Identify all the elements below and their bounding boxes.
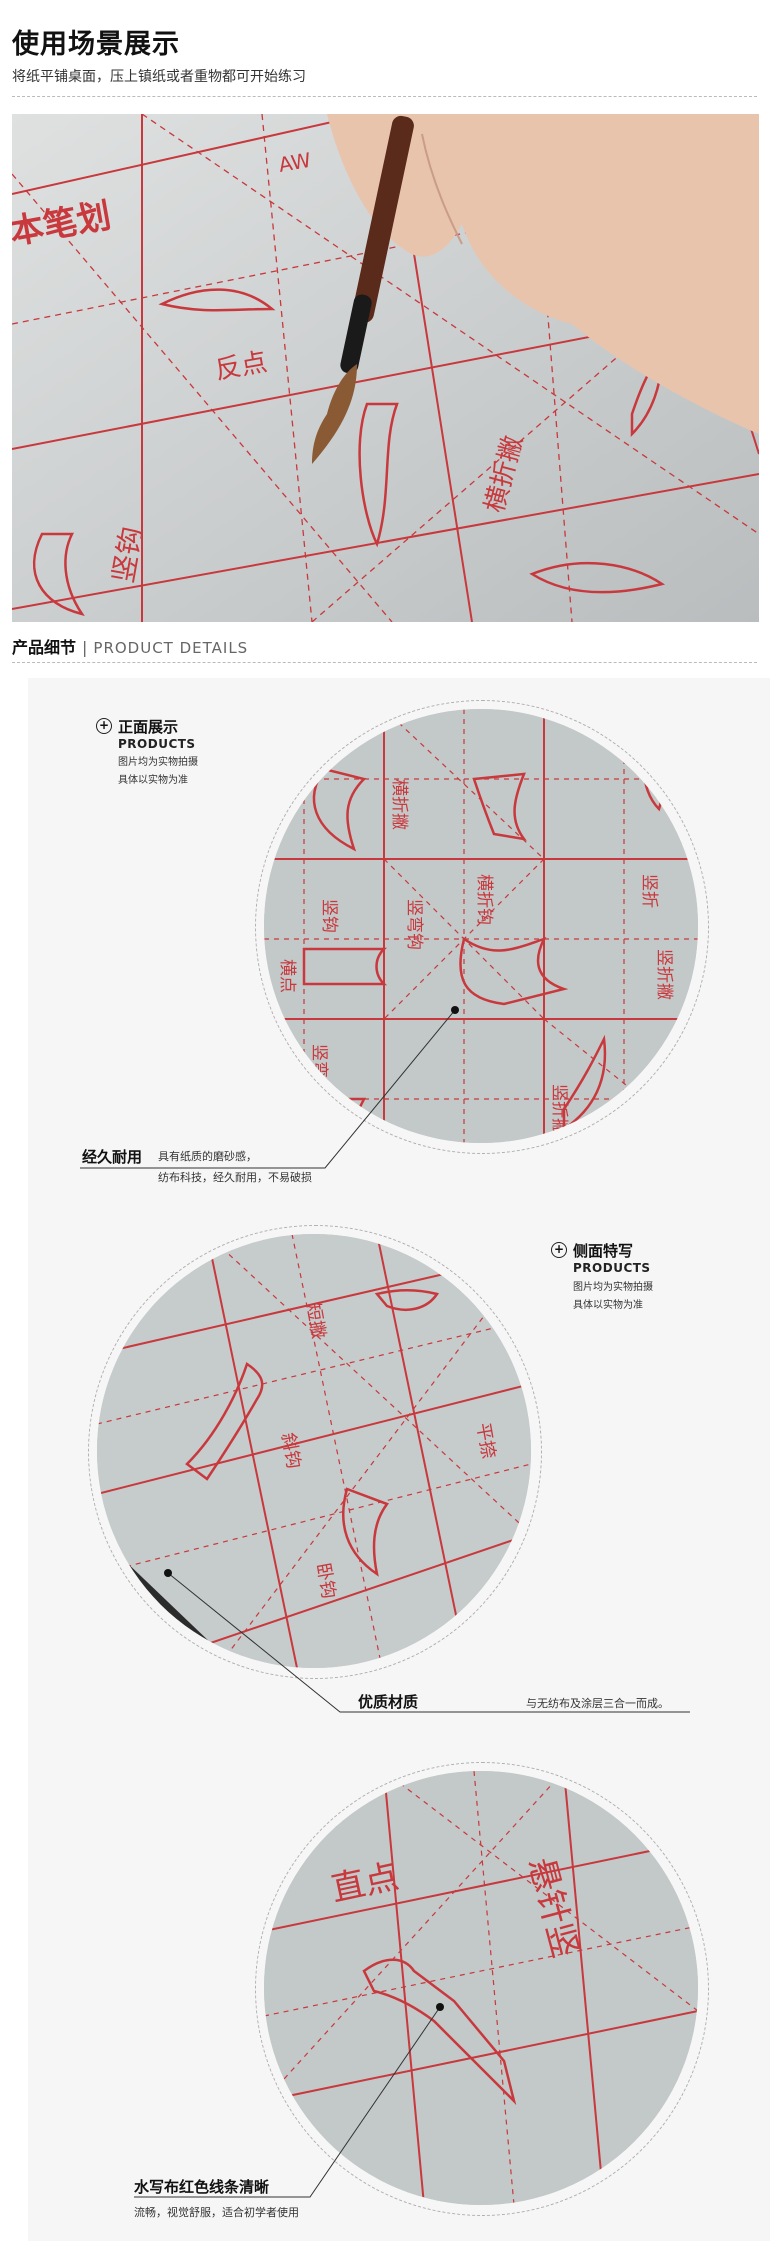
front-view-note-2: 具体以实物为准 bbox=[118, 775, 188, 786]
front-stroke-label: 横点 bbox=[277, 959, 297, 993]
details-separator: | bbox=[82, 638, 88, 657]
front-view-title: 正面展示 bbox=[118, 718, 179, 736]
clarity-view-image: 直点 悬针竖 bbox=[264, 1771, 698, 2205]
details-title-en: PRODUCT DETAILS bbox=[93, 639, 249, 657]
plus-circle-icon: + bbox=[551, 1242, 567, 1258]
quality-leader-line bbox=[167, 1572, 690, 1713]
side-view-note-1: 图片均为实物拍摄 bbox=[573, 1282, 653, 1293]
side-view-fabric: 短撇 斜钩 平捺 卧钩 bbox=[97, 1234, 531, 1668]
clarity-view-ring bbox=[255, 1762, 709, 2216]
durable-leader-line bbox=[80, 1009, 456, 1169]
quality-leader-dot bbox=[164, 1569, 172, 1577]
usage-section-title: 使用场景展示 bbox=[12, 29, 180, 60]
hand-with-brush bbox=[312, 114, 759, 464]
front-view-image: 横折撇 横折钩 竖折 竖钩 竖弯钩 横点 竖折撇 竖弯 竖折撇 bbox=[264, 709, 698, 1143]
quality-callout-title: 优质材质 bbox=[358, 1693, 419, 1711]
front-stroke-label: 竖弯钩 bbox=[404, 899, 424, 950]
front-view-ring bbox=[255, 700, 709, 1154]
durable-callout-title: 经久耐用 bbox=[82, 1148, 143, 1166]
photo-brand-text: AW bbox=[277, 148, 313, 177]
clarity-grid-solid bbox=[264, 1771, 698, 2205]
front-stroke-label: 横折钩 bbox=[474, 874, 494, 925]
durable-leader-dot bbox=[451, 1006, 459, 1014]
side-view-en: PRODUCTS bbox=[573, 1261, 651, 1275]
front-stroke-label: 竖折撇 bbox=[549, 1084, 569, 1135]
details-title: 产品细节 bbox=[12, 638, 77, 657]
side-view-image: 短撇 斜钩 平捺 卧钩 bbox=[97, 1234, 531, 1668]
side-stroke-outlines bbox=[185, 1289, 440, 1577]
front-view-fabric: 横折撇 横折钩 竖折 竖钩 竖弯钩 横点 竖折撇 竖弯 竖折撇 bbox=[264, 709, 698, 1143]
side-view-title: 侧面特写 bbox=[573, 1242, 634, 1260]
clarity-view-fabric: 直点 悬针竖 bbox=[264, 1771, 698, 2205]
clarity-grid-dashed bbox=[264, 1771, 698, 2205]
durable-callout-line-1: 具有纸质的磨砂感， bbox=[158, 1150, 257, 1163]
plus-circle-icon: + bbox=[96, 718, 112, 734]
clarity-callout-title: 水写布红色线条清晰 bbox=[134, 2178, 270, 2196]
front-stroke-label: 竖折 bbox=[639, 874, 659, 908]
front-stroke-label: 竖折撇 bbox=[654, 949, 674, 1000]
grid-dashed-lines bbox=[12, 114, 759, 622]
quality-callout-text: 与无纺布及涂层三合一而成。 bbox=[526, 1697, 669, 1710]
front-view-en: PRODUCTS bbox=[118, 737, 196, 751]
clarity-leader-line bbox=[134, 2006, 441, 2198]
side-view-ring bbox=[88, 1225, 542, 1679]
side-grid-dashed bbox=[97, 1234, 531, 1668]
usage-section-subtitle: 将纸平铺桌面，压上镇纸或者重物都可开始练习 bbox=[12, 69, 306, 85]
front-grid-solid bbox=[264, 709, 698, 1143]
front-view-note-1: 图片均为实物拍摄 bbox=[118, 757, 198, 768]
details-header: 产品细节 | PRODUCT DETAILS bbox=[12, 634, 248, 658]
clarity-callout-text: 流畅，视觉舒服，适合初学者使用 bbox=[134, 2206, 299, 2219]
divider bbox=[12, 96, 757, 97]
front-stroke-label: 横折撇 bbox=[389, 779, 409, 830]
divider bbox=[12, 662, 757, 663]
front-stroke-label: 竖钩 bbox=[319, 899, 339, 933]
durable-callout-line-2: 纺布科技，经久耐用，不易破损 bbox=[158, 1171, 312, 1184]
side-view-note-2: 具体以实物为准 bbox=[573, 1300, 643, 1311]
usage-photo: 本笔划 AW 反点 横折撇 竖钩 bbox=[12, 114, 759, 622]
clarity-leader-dot bbox=[436, 2003, 444, 2011]
usage-photo-illustration: 本笔划 AW 反点 横折撇 竖钩 bbox=[12, 114, 759, 622]
